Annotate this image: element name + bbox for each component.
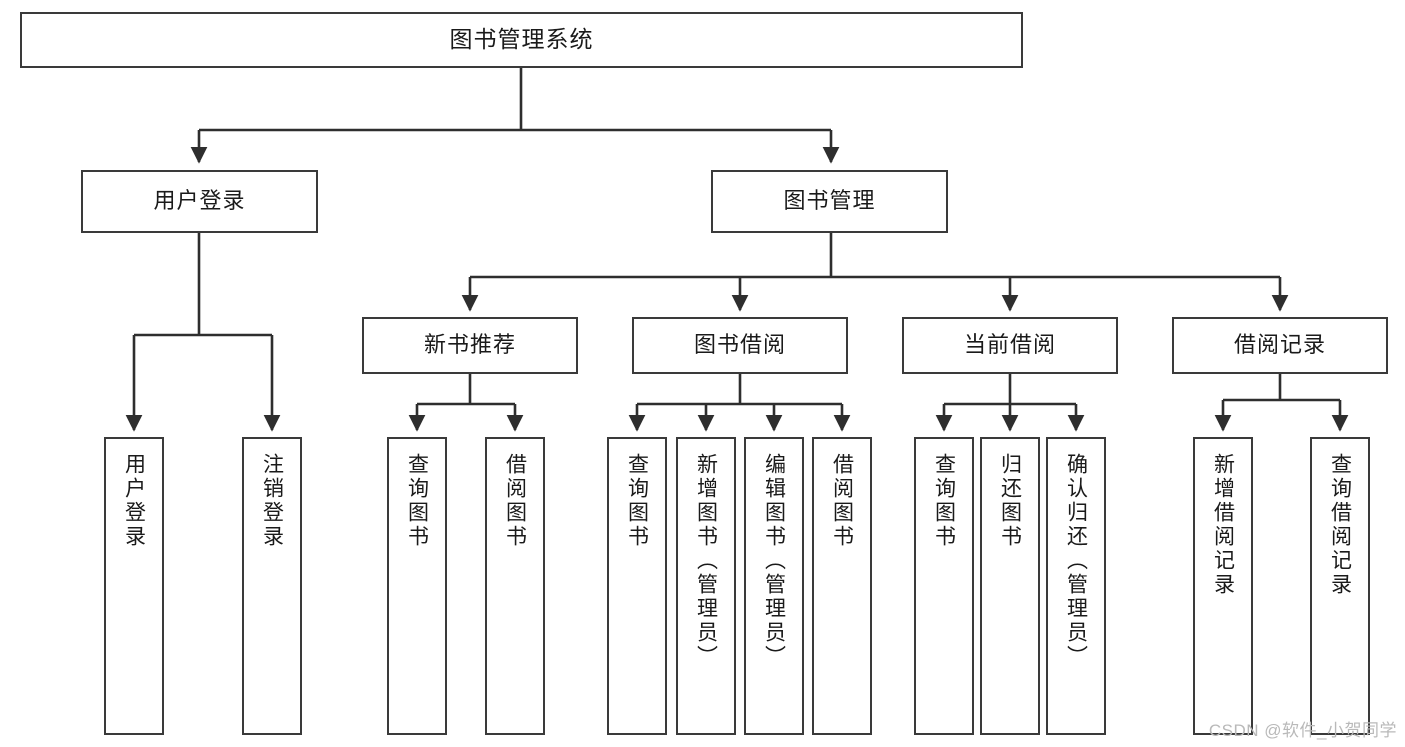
node-label: 新增图书（管理员） (694, 453, 718, 669)
leaf-borrow-edit-book-admin[interactable]: 编辑图书（管理员） (744, 437, 804, 735)
node-label: 借阅记录 (1233, 332, 1326, 358)
node-label: 新书推荐 (423, 332, 516, 358)
leaf-current-confirm-return-admin[interactable]: 确认归还（管理员） (1046, 437, 1106, 735)
watermark: CSDN @软件_小贺同学 (1208, 721, 1397, 740)
leaf-current-return-book[interactable]: 归还图书 (980, 437, 1040, 735)
node-label: 注销登录 (260, 453, 284, 549)
leaf-current-query-book[interactable]: 查询图书 (914, 437, 974, 735)
node-label: 查询图书 (405, 453, 429, 549)
node-label: 新增借阅记录 (1211, 453, 1235, 597)
leaf-user-login-signin[interactable]: 用户登录 (104, 437, 164, 735)
leaf-borrow-query-book[interactable]: 查询图书 (607, 437, 667, 735)
node-label: 图书借阅 (693, 332, 786, 358)
node-label: 用户登录 (122, 453, 146, 549)
node-book-borrow[interactable]: 图书借阅 (632, 317, 848, 374)
node-label: 图书管理系统 (449, 26, 594, 53)
node-label: 当前借阅 (963, 332, 1056, 358)
node-label: 借阅图书 (830, 453, 854, 549)
leaf-user-login-signout[interactable]: 注销登录 (242, 437, 302, 735)
node-label: 查询借阅记录 (1328, 453, 1352, 597)
node-label: 借阅图书 (503, 453, 527, 549)
node-label: 归还图书 (998, 453, 1022, 549)
node-current-borrow[interactable]: 当前借阅 (902, 317, 1118, 374)
node-user-login[interactable]: 用户登录 (81, 170, 318, 233)
leaf-new-book-borrow[interactable]: 借阅图书 (485, 437, 545, 735)
node-label: 查询图书 (625, 453, 649, 549)
node-label: 编辑图书（管理员） (762, 453, 786, 669)
leaf-records-query-record[interactable]: 查询借阅记录 (1310, 437, 1370, 735)
leaf-borrow-add-book-admin[interactable]: 新增图书（管理员） (676, 437, 736, 735)
node-borrow-records[interactable]: 借阅记录 (1172, 317, 1388, 374)
node-book-management[interactable]: 图书管理 (711, 170, 948, 233)
leaf-borrow-borrow-book[interactable]: 借阅图书 (812, 437, 872, 735)
node-label: 用户登录 (153, 188, 246, 214)
leaf-records-add-record[interactable]: 新增借阅记录 (1193, 437, 1253, 735)
node-new-book-recommend[interactable]: 新书推荐 (362, 317, 578, 374)
node-label: 图书管理 (783, 188, 876, 214)
node-label: 确认归还（管理员） (1064, 453, 1088, 669)
node-label: 查询图书 (932, 453, 956, 549)
node-root-system[interactable]: 图书管理系统 (20, 12, 1023, 68)
leaf-new-book-query[interactable]: 查询图书 (387, 437, 447, 735)
